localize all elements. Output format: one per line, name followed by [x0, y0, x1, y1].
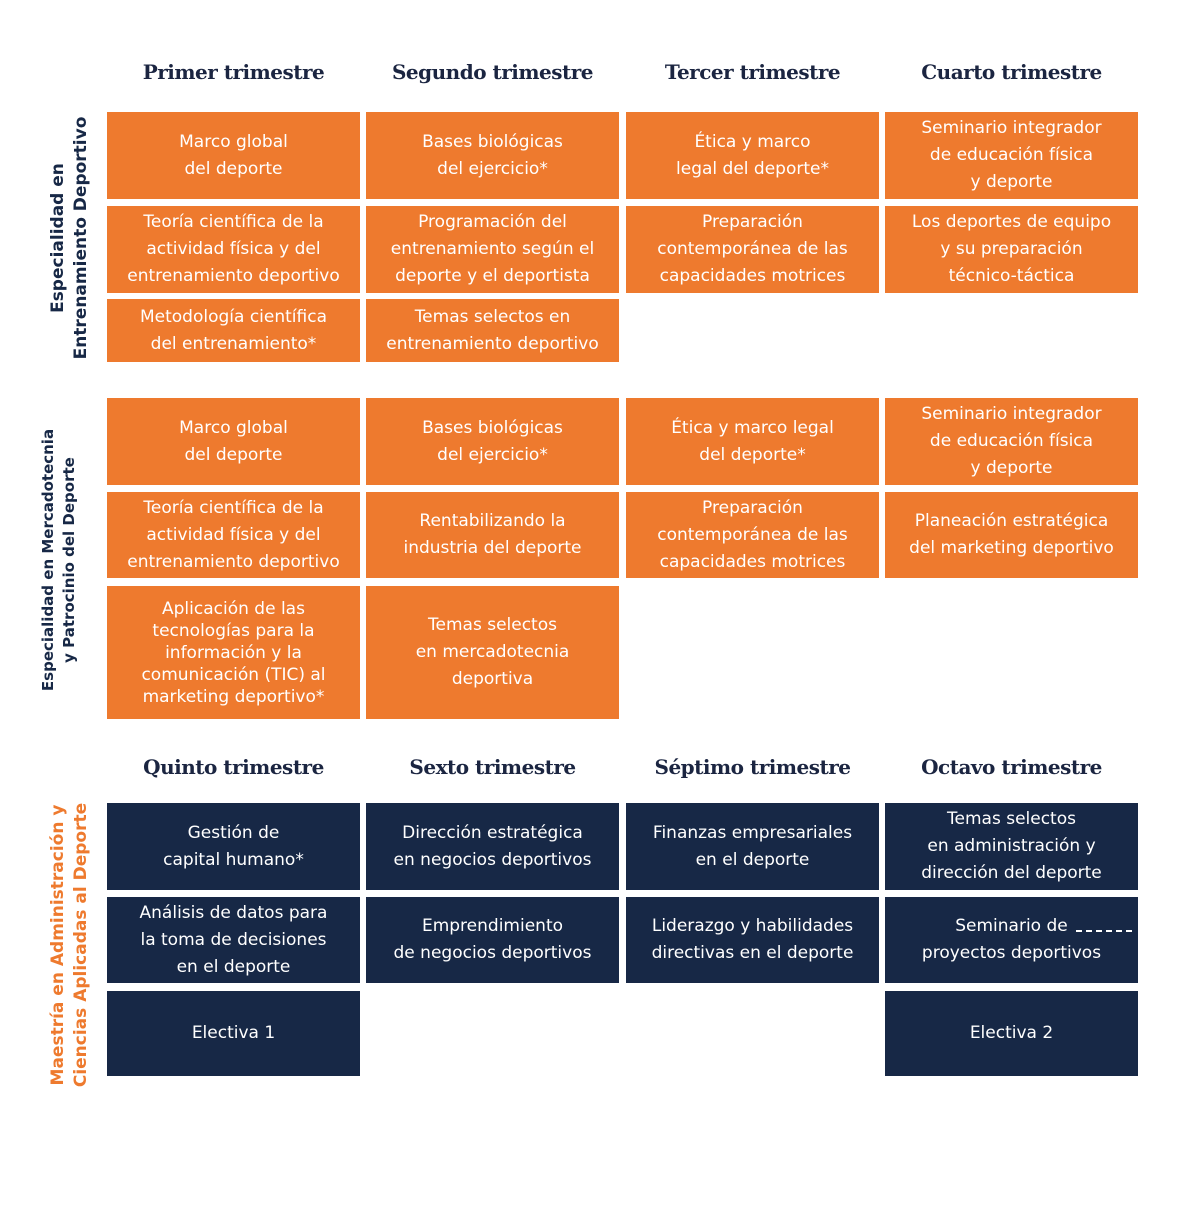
elective-cell: Electiva 2 — [885, 991, 1138, 1076]
header-octavo-trimestre: Octavo trimestre — [921, 755, 1102, 779]
dashed-underline-decoration — [1076, 930, 1132, 932]
course-cell: Liderazgo y habilidades directivas en el… — [626, 897, 879, 983]
course-cell: Teoría científica de la actividad física… — [107, 492, 360, 578]
course-cell: Programación del entrenamiento según el … — [366, 206, 619, 293]
section-label-mercadotecnia: Especialidad en Mercadotecnia y Patrocin… — [39, 428, 78, 692]
course-cell: Temas selectos en administración y direc… — [885, 803, 1138, 890]
course-cell: Aplicación de las tecnologías para la in… — [107, 586, 360, 719]
course-cell: Bases biológicas del ejercicio* — [366, 398, 619, 485]
course-cell: Emprendimiento de negocios deportivos — [366, 897, 619, 983]
course-cell: Marco global del deporte — [107, 112, 360, 199]
course-cell: Seminario de proyectos deportivos — [885, 897, 1138, 983]
course-cell: Metodología científica del entrenamiento… — [107, 299, 360, 362]
header-primer-trimestre: Primer trimestre — [142, 60, 325, 84]
header-quinto-trimestre: Quinto trimestre — [143, 755, 324, 779]
header-sexto-trimestre: Sexto trimestre — [409, 755, 576, 779]
header-tercer-trimestre: Tercer trimestre — [664, 60, 841, 84]
course-cell: Seminario integrador de educación física… — [885, 112, 1138, 199]
course-cell: Ética y marco legal del deporte* — [626, 398, 879, 485]
course-cell: Los deportes de equipo y su preparación … — [885, 206, 1138, 293]
course-cell: Planeación estratégica del marketing dep… — [885, 492, 1138, 578]
course-cell: Gestión de capital humano* — [107, 803, 360, 890]
course-cell: Temas selectos en mercadotecnia deportiv… — [366, 586, 619, 719]
course-cell: Preparación contemporánea de las capacid… — [626, 492, 879, 578]
course-cell: Análisis de datos para la toma de decisi… — [107, 897, 360, 983]
course-cell: Bases biológicas del ejercicio* — [366, 112, 619, 199]
course-cell: Seminario integrador de educación física… — [885, 398, 1138, 485]
course-cell: Temas selectos en entrenamiento deportiv… — [366, 299, 619, 362]
section-label-maestria: Maestría en Administración y Ciencias Ap… — [48, 802, 91, 1088]
course-cell: Preparación contemporánea de las capacid… — [626, 206, 879, 293]
header-segundo-trimestre: Segundo trimestre — [391, 60, 594, 84]
course-cell: Finanzas empresariales en el deporte — [626, 803, 879, 890]
header-septimo-trimestre: Séptimo trimestre — [654, 755, 851, 779]
course-cell: Ética y marco legal del deporte* — [626, 112, 879, 199]
course-cell: Rentabilizando la industria del deporte — [366, 492, 619, 578]
course-cell: Dirección estratégica en negocios deport… — [366, 803, 619, 890]
header-cuarto-trimestre: Cuarto trimestre — [921, 60, 1102, 84]
section-label-entrenamiento: Especialidad en Entrenamiento Deportivo — [48, 116, 91, 360]
course-cell: Teoría científica de la actividad física… — [107, 206, 360, 293]
elective-cell: Electiva 1 — [107, 991, 360, 1076]
course-cell: Marco global del deporte — [107, 398, 360, 485]
